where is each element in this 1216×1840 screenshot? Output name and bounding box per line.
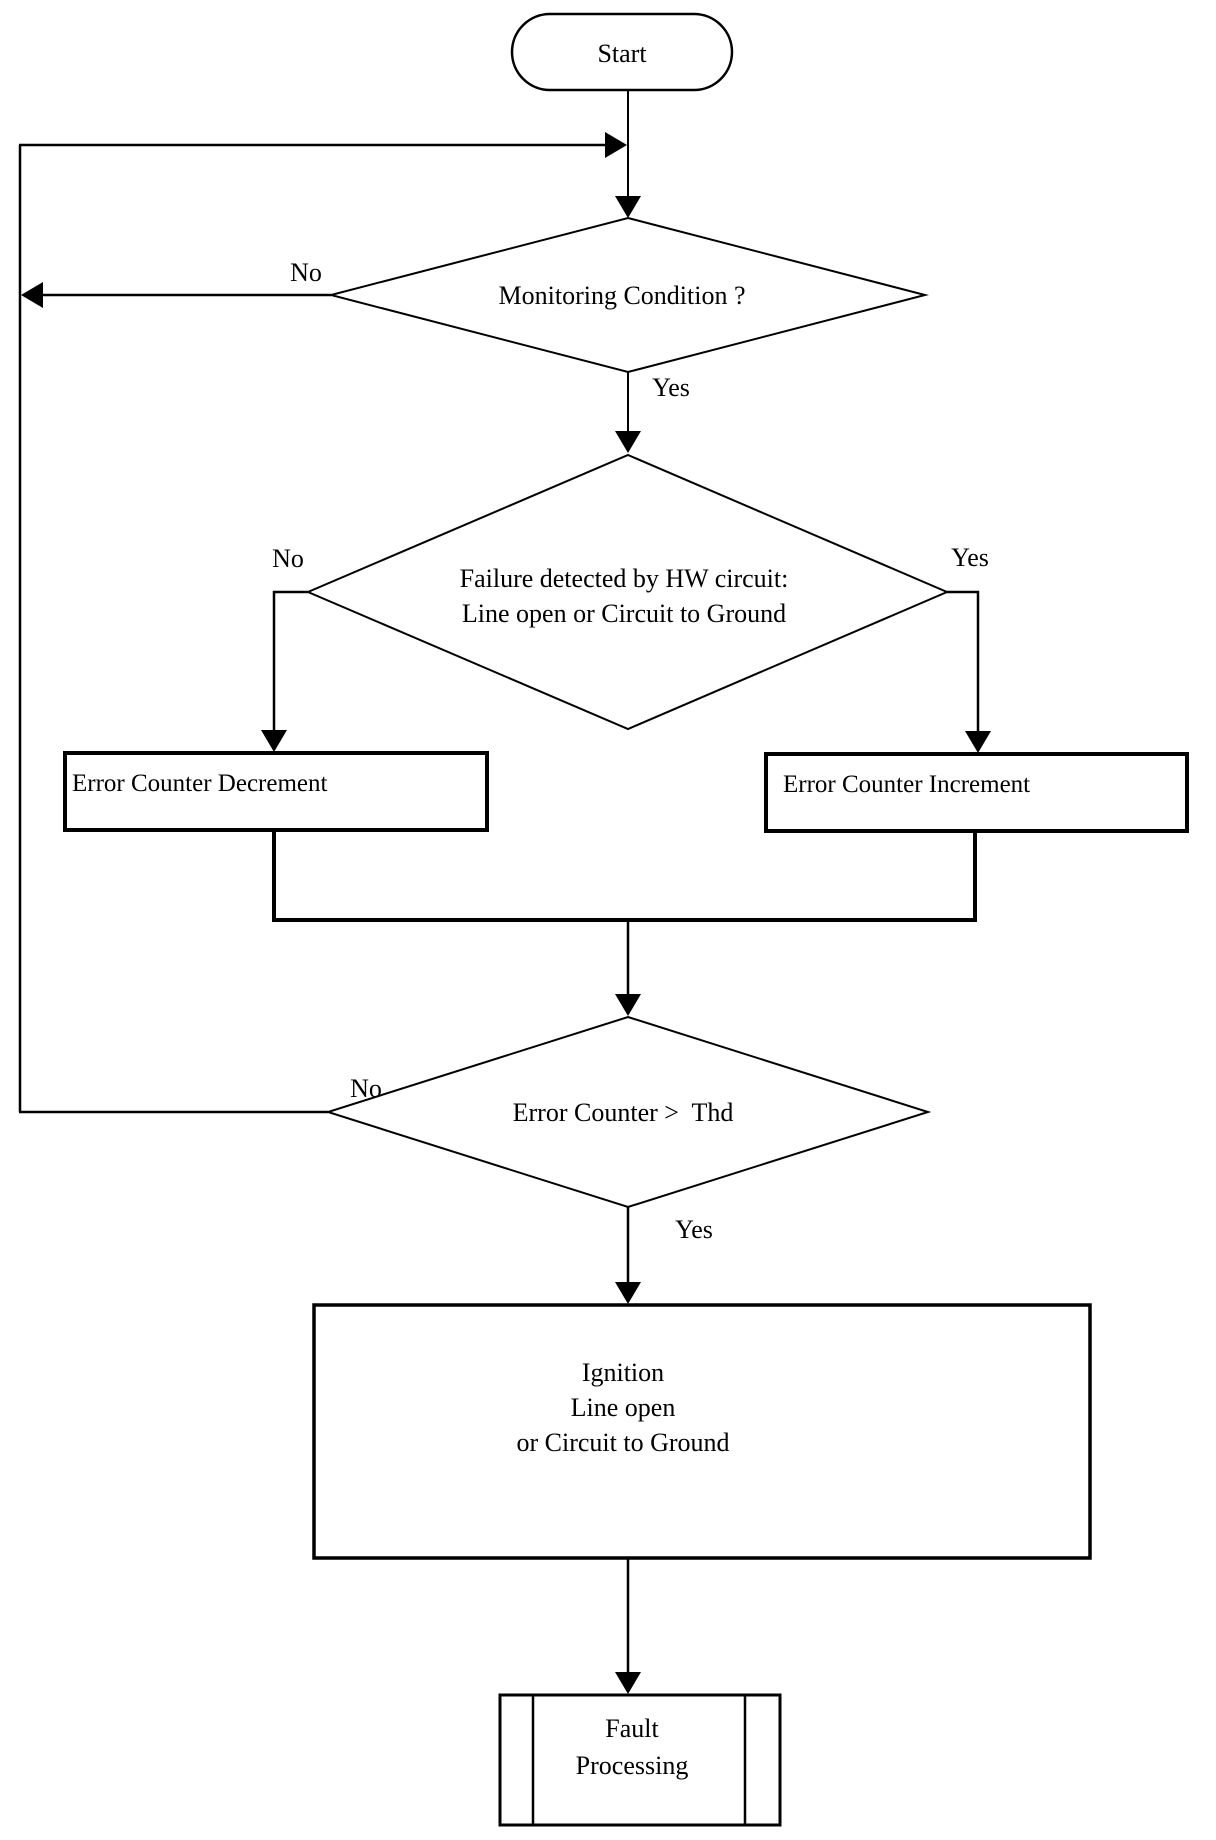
label-threshold-no: No: [350, 1074, 382, 1103]
fault-label-line1: Fault: [605, 1714, 659, 1743]
start-label: Start: [597, 39, 647, 68]
arrowhead-failure-no: [261, 730, 287, 752]
label-monitoring-no: No: [290, 258, 322, 287]
decrement-process: [63, 751, 489, 832]
ignition-label-line3: or Circuit to Ground: [516, 1428, 729, 1457]
fault-label-line2: Processing: [576, 1751, 689, 1780]
edge-failure-yes: [947, 590, 980, 734]
ignition-process: [312, 1303, 1092, 1560]
ignition-label-line2: Line open: [571, 1393, 676, 1422]
increment-process: [764, 752, 1189, 833]
label-failure-no: No: [272, 544, 304, 573]
fault-predefined-process: [498, 1693, 782, 1827]
arrowhead-merge-to-threshold: [615, 994, 641, 1016]
failure-label-line2: Line open or Circuit to Ground: [462, 599, 786, 628]
arrowhead-loop-into-main: [605, 132, 627, 158]
arrowhead-monitoring-no: [21, 282, 43, 308]
ignition-label-line1: Ignition: [582, 1358, 664, 1387]
monitoring-decision: [327, 216, 929, 374]
threshold-decision: [324, 1015, 932, 1209]
label-monitoring-yes: Yes: [652, 373, 690, 402]
threshold-label: Error Counter > Thd: [513, 1098, 734, 1127]
start-terminator: [510, 12, 734, 92]
arrowhead-ignition-to-fault: [615, 1672, 641, 1694]
arrowhead-threshold-to-ignition: [615, 1282, 641, 1304]
failure-label-line1: Failure detected by HW circuit:: [460, 564, 789, 593]
label-threshold-yes: Yes: [675, 1215, 713, 1244]
arrowhead-start-to-monitoring: [615, 196, 641, 218]
monitoring-label: Monitoring Condition ?: [499, 281, 746, 310]
decrement-label: Error Counter Decrement: [72, 770, 327, 797]
arrowhead-failure-yes: [965, 731, 991, 753]
arrowhead-monitoring-to-failure: [615, 431, 641, 453]
edge-failure-no: [272, 590, 308, 733]
failure-decision: [305, 453, 950, 731]
increment-label: Error Counter Increment: [783, 771, 1030, 798]
label-failure-yes: Yes: [951, 543, 989, 572]
